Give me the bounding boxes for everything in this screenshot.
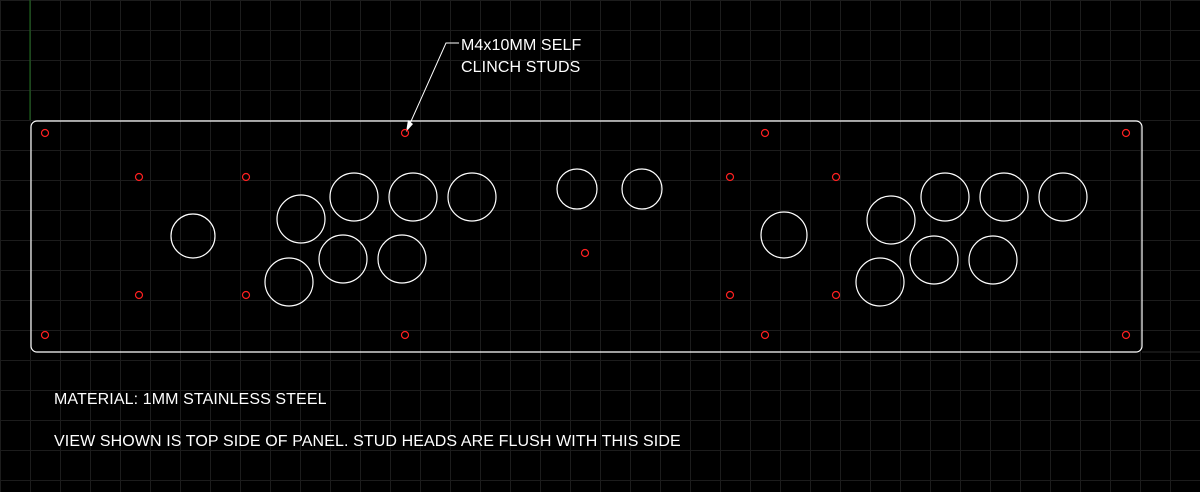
callout-line-2: CLINCH STUDS	[461, 59, 581, 76]
button-hole	[318, 234, 368, 284]
select-button-hole	[621, 168, 663, 210]
stud-hole	[1121, 330, 1131, 340]
stud-hole	[760, 330, 770, 340]
button-hole	[388, 172, 438, 222]
joystick-hole-left	[170, 213, 216, 259]
button-hole	[909, 235, 959, 285]
joystick-hole-right	[760, 211, 808, 259]
button-hole	[276, 194, 326, 244]
stud-hole	[400, 128, 410, 138]
stud-hole	[40, 128, 50, 138]
stud-hole	[580, 248, 590, 258]
panel-outline	[30, 120, 1143, 353]
button-hole	[329, 172, 379, 222]
stud-hole	[241, 172, 251, 182]
stud-hole	[134, 290, 144, 300]
stud-hole	[831, 290, 841, 300]
stud-hole	[1121, 128, 1131, 138]
stud-hole	[725, 290, 735, 300]
button-hole	[1038, 172, 1088, 222]
button-hole	[377, 234, 427, 284]
callout-leader	[407, 42, 459, 129]
stud-hole	[241, 290, 251, 300]
stud-callout-text: M4x10MM SELF CLINCH STUDS	[461, 35, 581, 79]
button-hole	[968, 235, 1018, 285]
material-note: MATERIAL: 1MM STAINLESS STEEL	[54, 391, 327, 408]
stud-hole	[725, 172, 735, 182]
button-hole	[447, 172, 497, 222]
stud-hole	[831, 172, 841, 182]
button-hole	[855, 257, 905, 307]
callout-arrowhead	[406, 120, 413, 132]
stud-hole	[40, 330, 50, 340]
button-hole	[264, 257, 314, 307]
button-hole	[866, 195, 916, 245]
stud-hole	[760, 128, 770, 138]
stud-hole	[134, 172, 144, 182]
button-hole	[979, 172, 1029, 222]
start-button-hole	[556, 168, 598, 210]
stud-hole	[400, 330, 410, 340]
button-hole	[920, 172, 970, 222]
callout-line-1: M4x10MM SELF	[461, 37, 582, 54]
view-side-note: VIEW SHOWN IS TOP SIDE OF PANEL. STUD HE…	[54, 433, 681, 450]
